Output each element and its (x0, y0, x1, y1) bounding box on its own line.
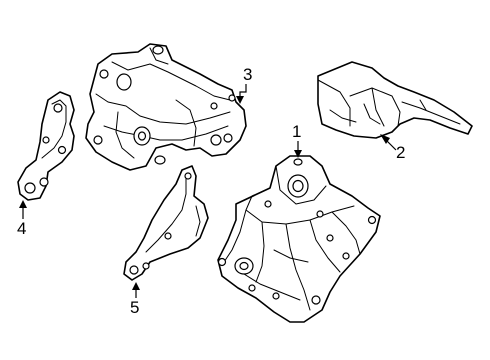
part-1-transmission-mount (217, 155, 381, 323)
callout-2-label: 2 (396, 143, 405, 162)
callout-2-arrowhead (380, 134, 390, 144)
callout-1: 1 (292, 122, 302, 158)
part-2-heat-shield (317, 61, 473, 139)
callout-5: 5 (130, 282, 140, 317)
part-4-bracket (17, 91, 75, 201)
callout-5-label: 5 (130, 298, 139, 317)
callout-1-arrowhead (294, 150, 302, 158)
callout-5-arrowhead (132, 282, 140, 290)
callout-4: 4 (17, 200, 27, 238)
callout-1-label: 1 (292, 122, 301, 141)
callout-3: 3 (236, 65, 252, 104)
callout-3-arrowhead (236, 96, 244, 104)
callout-4-arrowhead (19, 200, 27, 208)
callout-3-label: 3 (243, 65, 252, 84)
callout-4-label: 4 (17, 219, 26, 238)
part-5-strap-bracket (123, 165, 209, 281)
part-3-mount-bracket (85, 43, 247, 171)
callout-2: 2 (380, 134, 405, 162)
callout-3-leader (239, 84, 247, 98)
callout-2-leader (385, 139, 397, 151)
